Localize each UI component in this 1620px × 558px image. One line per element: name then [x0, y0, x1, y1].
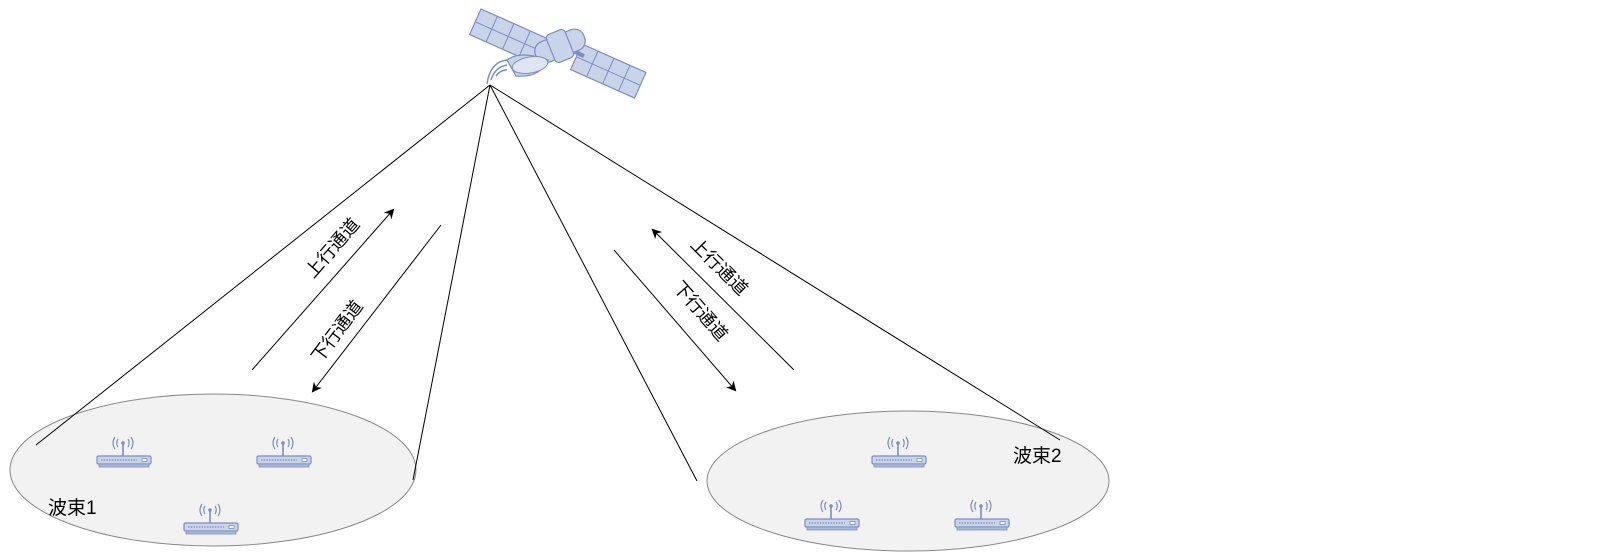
beam2-cone-right: [489, 84, 1061, 441]
beam1-coverage: [9, 393, 417, 547]
beam2-coverage: [706, 410, 1110, 552]
right-uplink-arrow: [651, 228, 795, 371]
beam2-cone-left: [489, 84, 698, 482]
right-downlink-label: 下行通道: [669, 277, 732, 345]
satellite-icon: [468, 8, 647, 99]
left-downlink-arrow: [311, 224, 442, 393]
left-uplink-arrow: [251, 208, 395, 371]
beam1-cone-left: [35, 84, 491, 446]
beam1-cone-right: [412, 84, 491, 481]
right-downlink-arrow: [613, 249, 737, 392]
beam2-label: 波束2: [1013, 445, 1062, 467]
left-uplink-label: 上行通道: [301, 214, 364, 282]
beam1-label: 波束1: [48, 497, 97, 519]
